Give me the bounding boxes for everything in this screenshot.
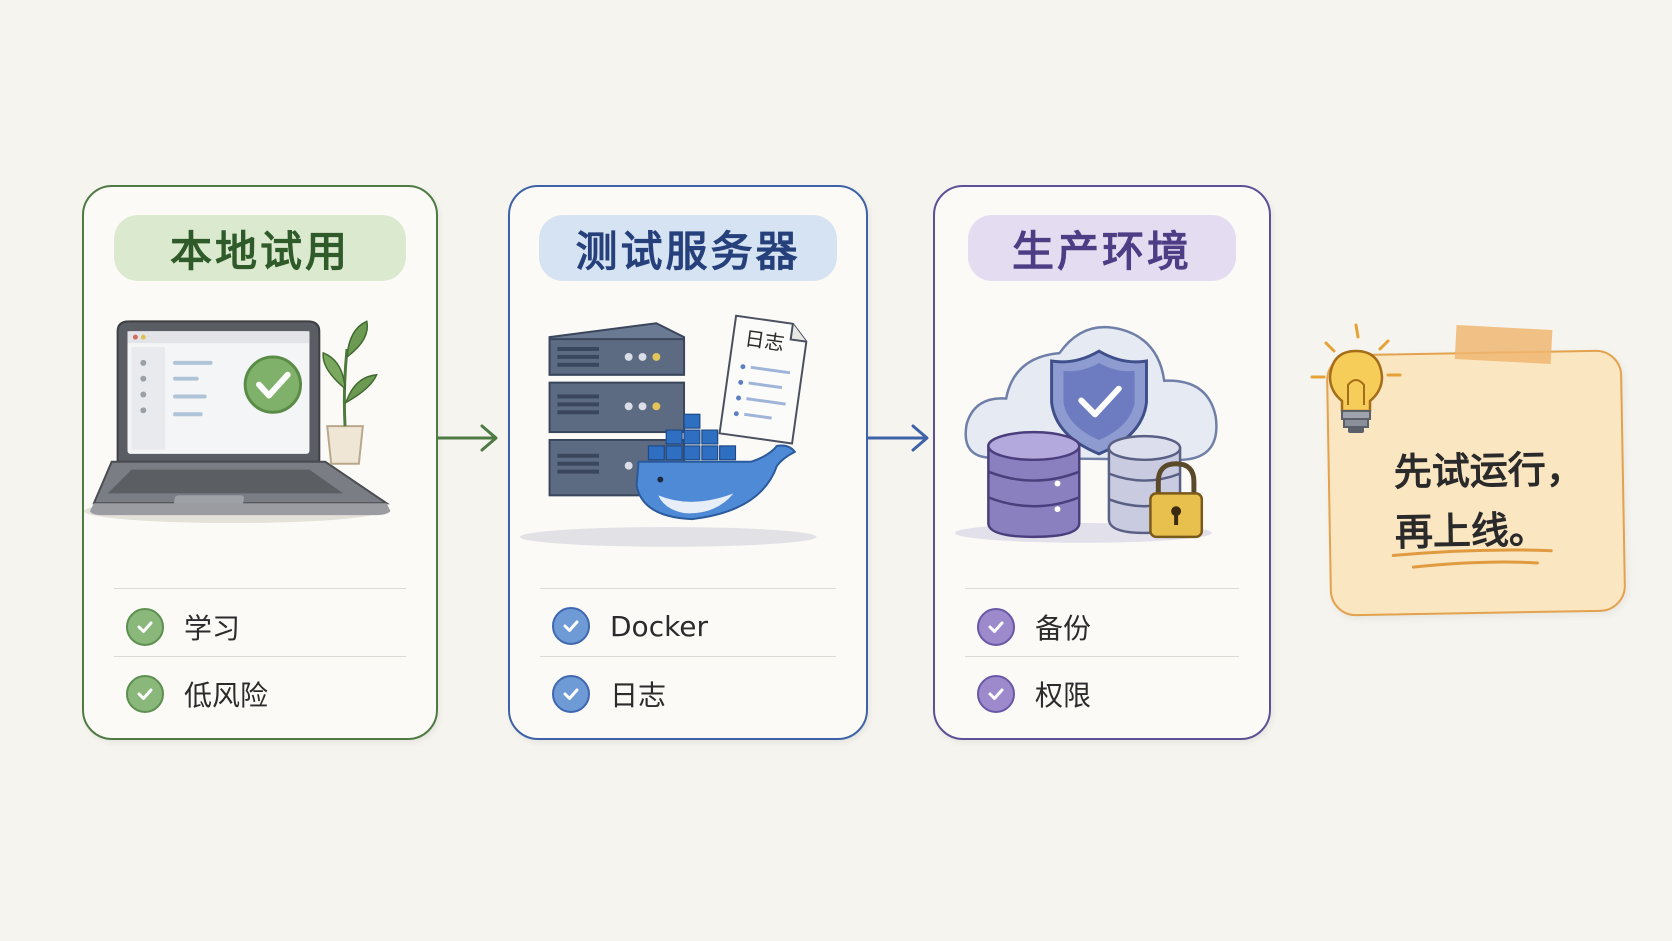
tape-strip: [1454, 325, 1553, 364]
divider: [540, 656, 836, 657]
divider: [965, 588, 1239, 589]
log-document-icon: 日志: [718, 314, 808, 445]
sticky-note: 先试运行， 再上线。: [1325, 325, 1627, 617]
stage-title-prod: 生产环境: [968, 215, 1236, 281]
shield-check-icon: [1050, 349, 1148, 456]
item-label: 学习: [184, 612, 241, 645]
stage-card-prod: 生产环境: [933, 185, 1271, 740]
database-icon: [1107, 434, 1182, 535]
divider: [114, 656, 406, 657]
cloud-icon: [964, 325, 1218, 462]
check-icon: [126, 675, 164, 713]
docker-whale-icon: [635, 413, 797, 521]
arrow-right-icon: [436, 424, 498, 452]
check-icon: [552, 675, 590, 713]
log-document-label: 日志: [743, 327, 785, 355]
divider: [965, 656, 1239, 657]
check-icon: [977, 608, 1015, 646]
server-rack-icon: [548, 322, 686, 497]
stage-item: 学习: [126, 607, 240, 647]
stage-item: 日志: [552, 674, 666, 714]
stage-title-local: 本地试用: [114, 215, 406, 281]
stage-title-test: 测试服务器: [539, 215, 837, 281]
note-line-1: 先试运行，: [1393, 447, 1585, 495]
check-icon: [126, 608, 164, 646]
stage-card-test: 测试服务器: [508, 185, 868, 740]
divider: [114, 588, 406, 589]
laptop-icon: [84, 320, 391, 524]
check-icon: [977, 675, 1015, 713]
stage-item: 备份: [977, 607, 1091, 647]
stage-card-local: 本地试用: [82, 185, 438, 740]
stage-item: 低风险: [126, 674, 268, 714]
check-icon: [552, 607, 590, 645]
padlock-icon: [1149, 461, 1204, 539]
item-label: 备份: [1035, 612, 1092, 645]
database-icon: [987, 430, 1081, 539]
stage-item: Docker: [552, 607, 708, 645]
item-label: 低风险: [184, 679, 269, 712]
item-label: 权限: [1035, 679, 1092, 712]
divider: [540, 588, 836, 589]
note-underline: [1391, 548, 1553, 569]
item-label: 日志: [610, 679, 667, 712]
arrow-right-icon: [867, 424, 929, 452]
item-label: Docker: [610, 609, 709, 643]
plant-icon: [322, 320, 378, 465]
stage-item: 权限: [977, 674, 1091, 714]
lightbulb-icon: [1310, 323, 1402, 433]
